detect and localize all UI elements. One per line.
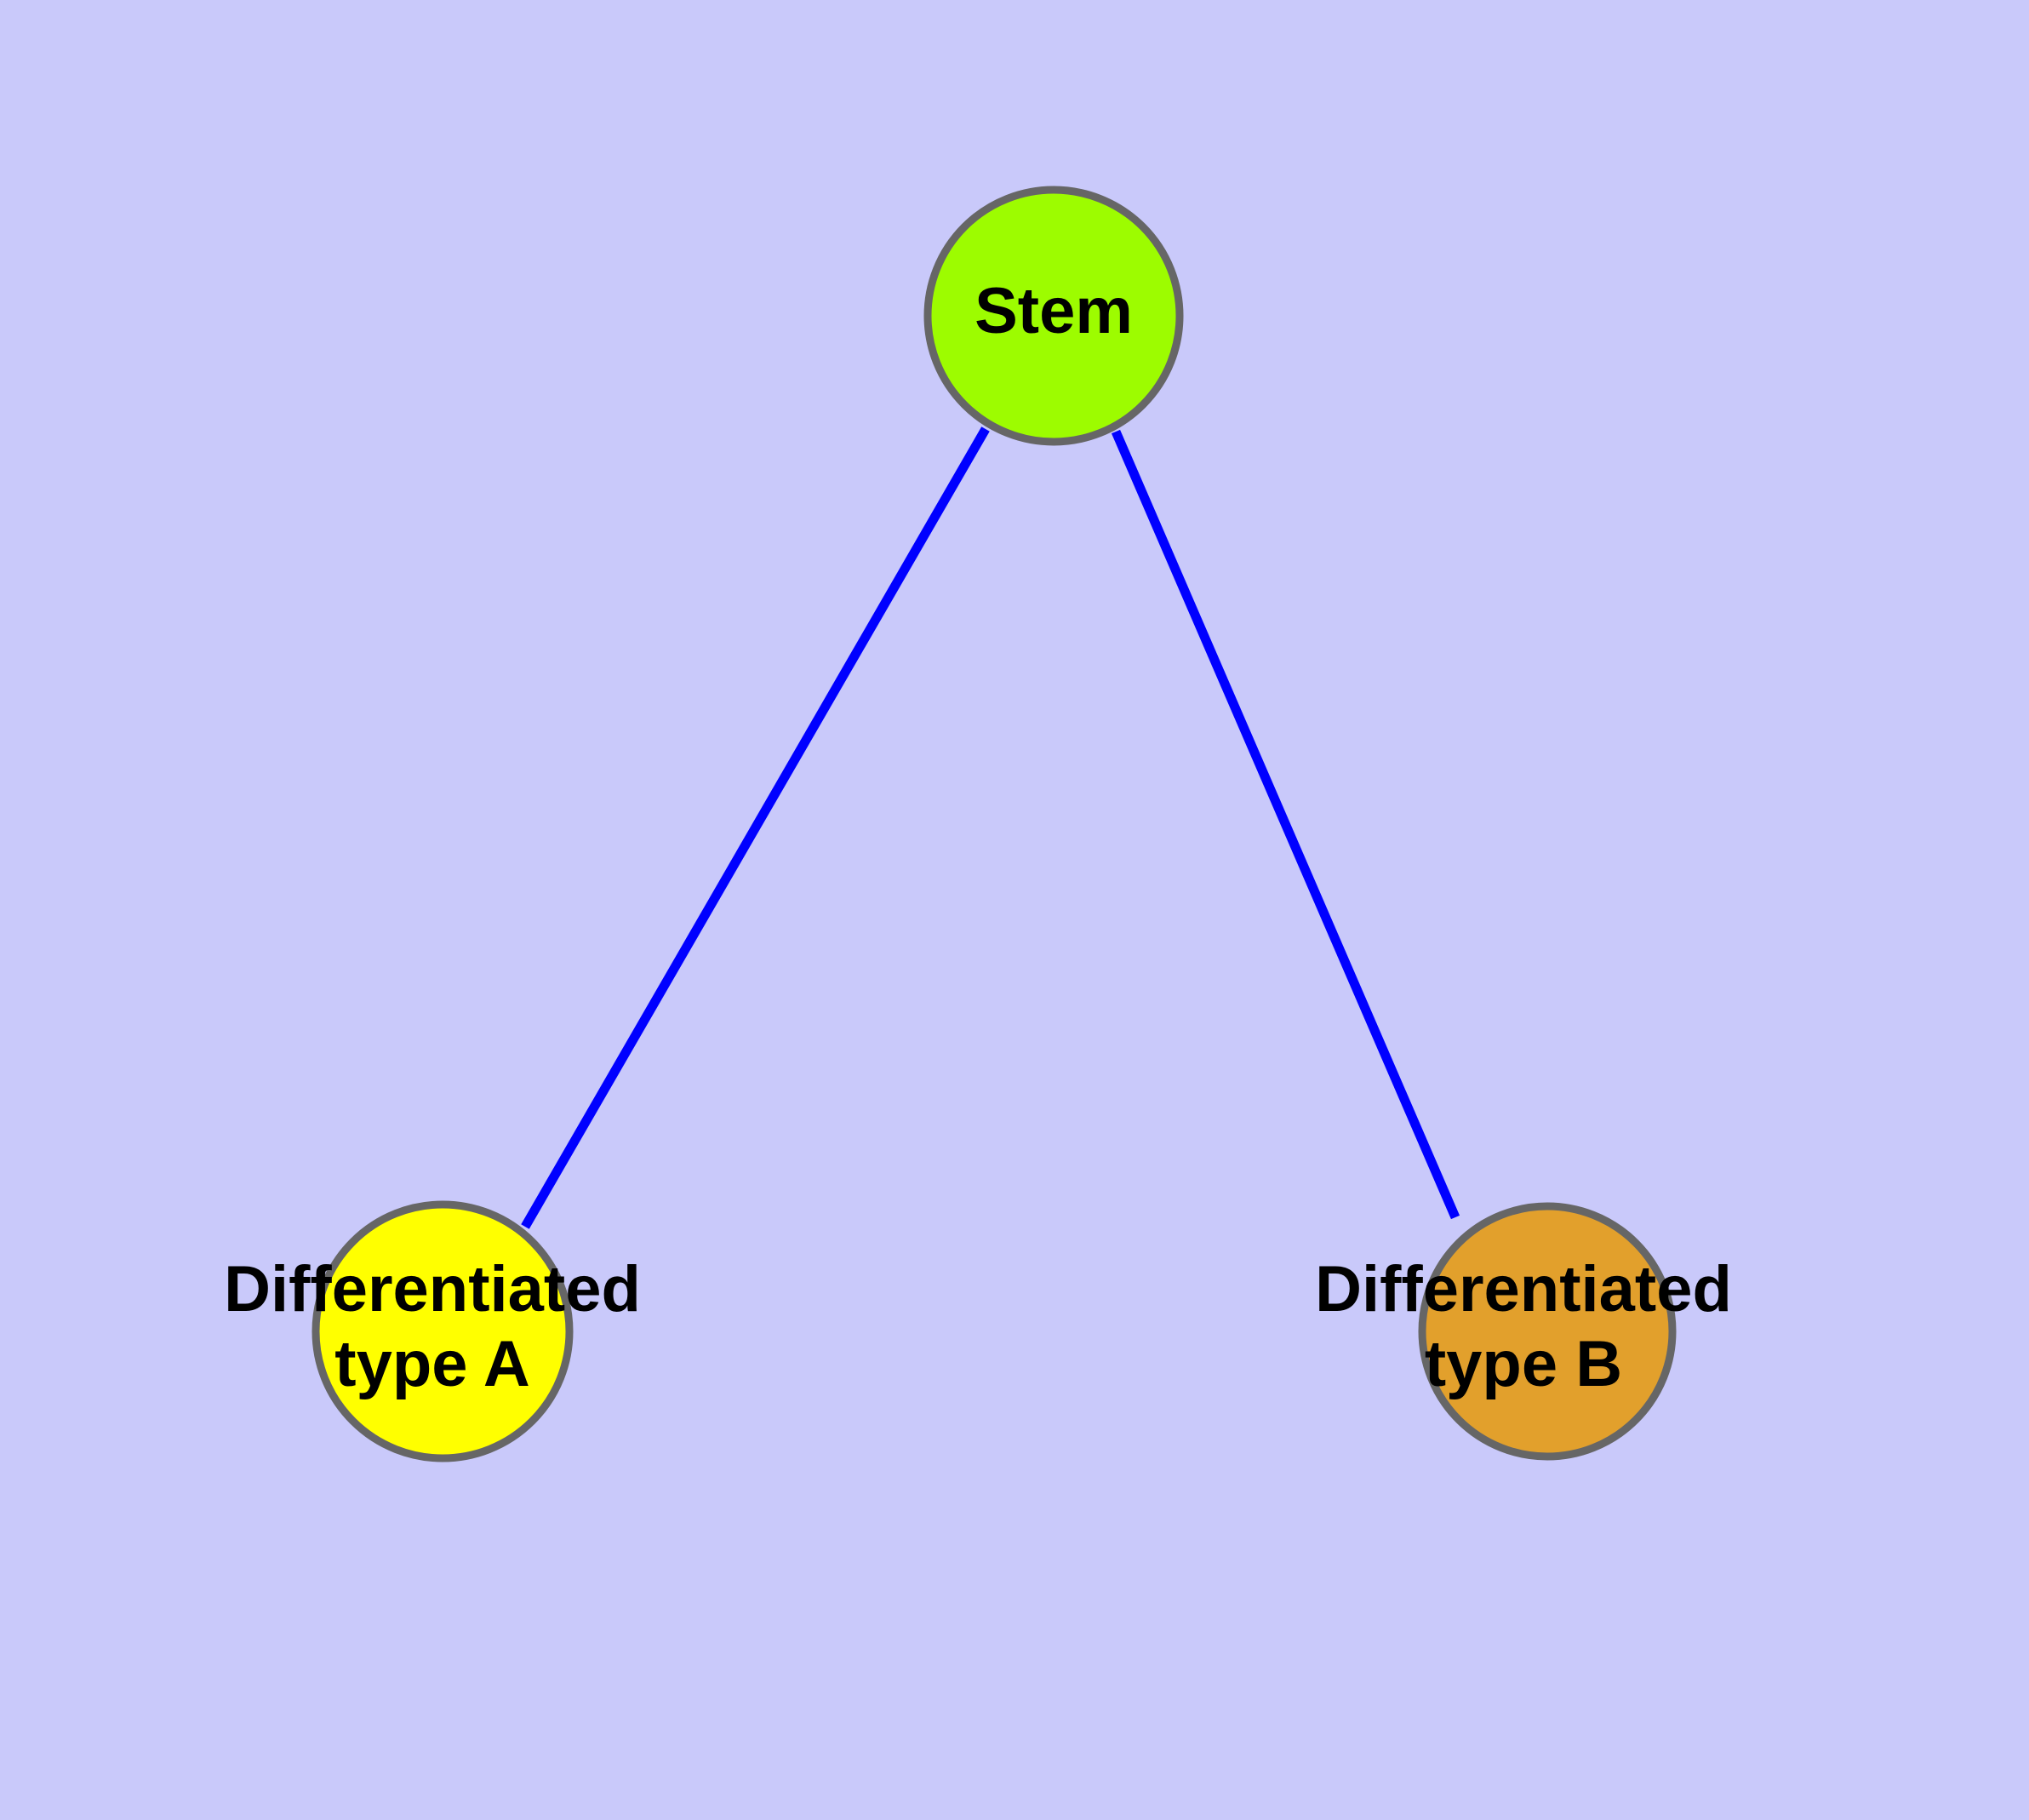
node-label-line: Stem	[974, 275, 1133, 347]
node-label-line: Differentiated	[1315, 1253, 1732, 1325]
edge-stem-to-diff-b[interactable]	[1111, 429, 1460, 1220]
nodes-layer	[311, 186, 1677, 1462]
node-diff-b[interactable]	[1418, 1202, 1677, 1461]
node-diff-a[interactable]	[311, 1200, 574, 1462]
edges-layer	[521, 426, 1460, 1229]
node-label-stem: Stem	[974, 275, 1133, 347]
node-stem[interactable]	[923, 186, 1184, 446]
node-label-line: Differentiated	[224, 1253, 641, 1325]
node-label-line: type A	[334, 1328, 529, 1400]
edge-stem-to-diff-a[interactable]	[521, 426, 990, 1229]
node-label-line: type B	[1425, 1328, 1622, 1400]
